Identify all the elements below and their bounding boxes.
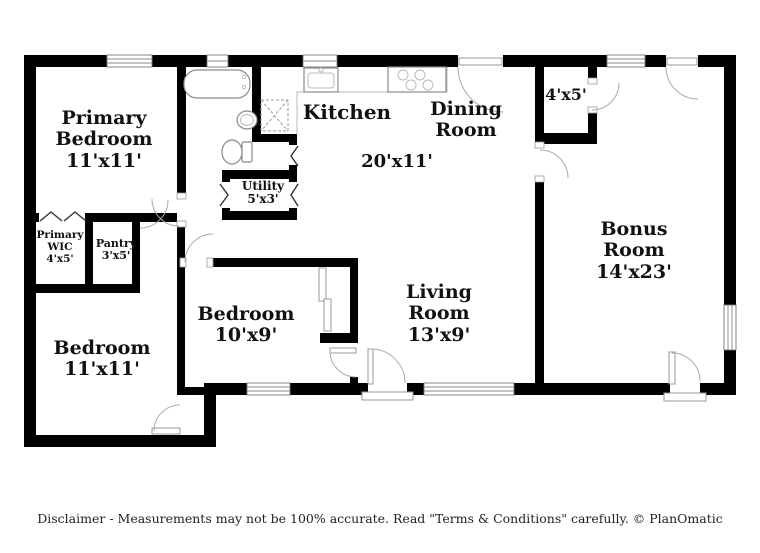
doors	[139, 57, 707, 435]
closet-slider-icon	[318, 267, 332, 332]
room-name: Pantry	[95, 237, 137, 250]
room-dims: 13'x9'	[407, 323, 471, 346]
shower-icon	[260, 99, 289, 132]
room-dims: 5'x3'	[247, 192, 279, 207]
room-name: WIC	[47, 240, 73, 253]
room-label-bedroom-11x11: Bedroom 11'x11'	[53, 337, 151, 381]
room-label-pantry: Pantry 3'x5'	[95, 237, 137, 263]
room-name: Living	[406, 281, 472, 303]
room-name: Bedroom	[53, 337, 151, 359]
room-label-bedroom-10x9: Bedroom 10'x9'	[197, 303, 295, 347]
room-dims: 20'x11'	[361, 151, 433, 172]
bathtub-icon	[183, 69, 251, 99]
room-dims: 11'x11'	[66, 149, 142, 172]
room-label-utility: Utility 5'x3'	[241, 179, 285, 207]
room-label-primary-bedroom: Primary Bedroom 11'x11'	[55, 107, 153, 172]
disclaimer-text: Disclaimer - Measurements may not be 100…	[37, 511, 723, 526]
bifold-door-icons	[39, 145, 299, 222]
room-dims: 4'x5'	[545, 85, 587, 104]
room-name: Bedroom	[55, 128, 153, 151]
room-name: Utility	[241, 179, 285, 193]
kitchen-sink-icon	[303, 67, 339, 93]
room-name: Primary	[36, 229, 84, 241]
bathroom-sink-icon	[236, 110, 258, 130]
room-name: Primary	[61, 107, 147, 129]
room-name: Bonus	[600, 218, 668, 240]
windows	[106, 54, 737, 396]
room-label-kitchen-dining-dims: 20'x11'	[361, 151, 433, 172]
room-dims: 10'x9'	[214, 324, 278, 347]
room-label-closet-4x5: 4'x5'	[545, 86, 587, 104]
room-dims: 11'x11'	[64, 358, 140, 381]
walls	[24, 55, 736, 447]
room-name: Room	[435, 119, 497, 142]
toilet-icon	[221, 139, 253, 165]
room-name: Dining	[430, 98, 502, 120]
room-name: Room	[603, 239, 665, 262]
room-label-living-room: Living Room 13'x9'	[406, 281, 472, 346]
room-name: Kitchen	[302, 100, 392, 124]
room-dims: 3'x5'	[101, 249, 131, 263]
stove-icon	[387, 66, 447, 93]
room-dims: 14'x23'	[596, 260, 672, 283]
room-dims: 4'x5'	[46, 252, 74, 265]
room-label-dining-room: Dining Room	[430, 98, 502, 142]
room-name: Room	[408, 302, 470, 325]
room-label-primary-wic: Primary WIC 4'x5'	[36, 229, 84, 265]
room-name: Bedroom	[197, 303, 295, 325]
room-label-kitchen: Kitchen	[302, 100, 392, 124]
kitchen-counter-icon	[296, 67, 448, 134]
room-label-bonus-room: Bonus Room 14'x23'	[596, 218, 672, 283]
